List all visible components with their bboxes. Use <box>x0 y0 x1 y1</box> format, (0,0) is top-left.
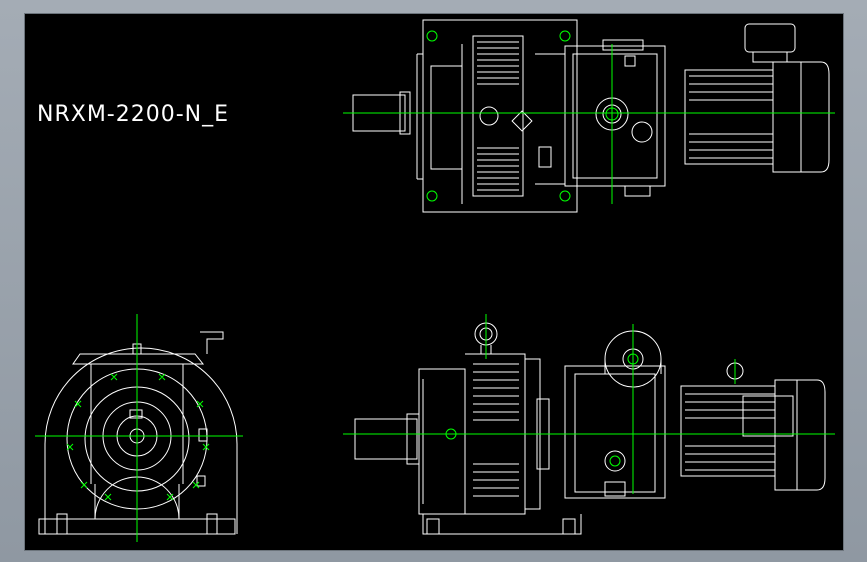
front-housing <box>44 347 238 534</box>
cad-canvas[interactable]: NRXM-2200-N_E <box>24 13 844 551</box>
side-gearbox <box>564 365 666 499</box>
top-flange <box>422 19 578 213</box>
side-flange <box>418 368 466 515</box>
side-view <box>354 322 826 535</box>
center-lines <box>35 30 835 542</box>
top-motor <box>684 23 830 173</box>
front-base <box>38 518 236 535</box>
side-motor <box>680 362 826 491</box>
drawing-label: NRXM-2200-N_E <box>37 102 230 127</box>
top-view <box>352 19 830 213</box>
front-view <box>38 322 238 535</box>
side-base <box>422 514 582 535</box>
top-terminal-box <box>744 23 796 53</box>
side-fins <box>473 363 519 497</box>
top-gearbox <box>564 45 666 187</box>
drawing-svg <box>35 19 835 542</box>
top-fins <box>472 35 524 197</box>
side-shaft <box>354 418 418 460</box>
